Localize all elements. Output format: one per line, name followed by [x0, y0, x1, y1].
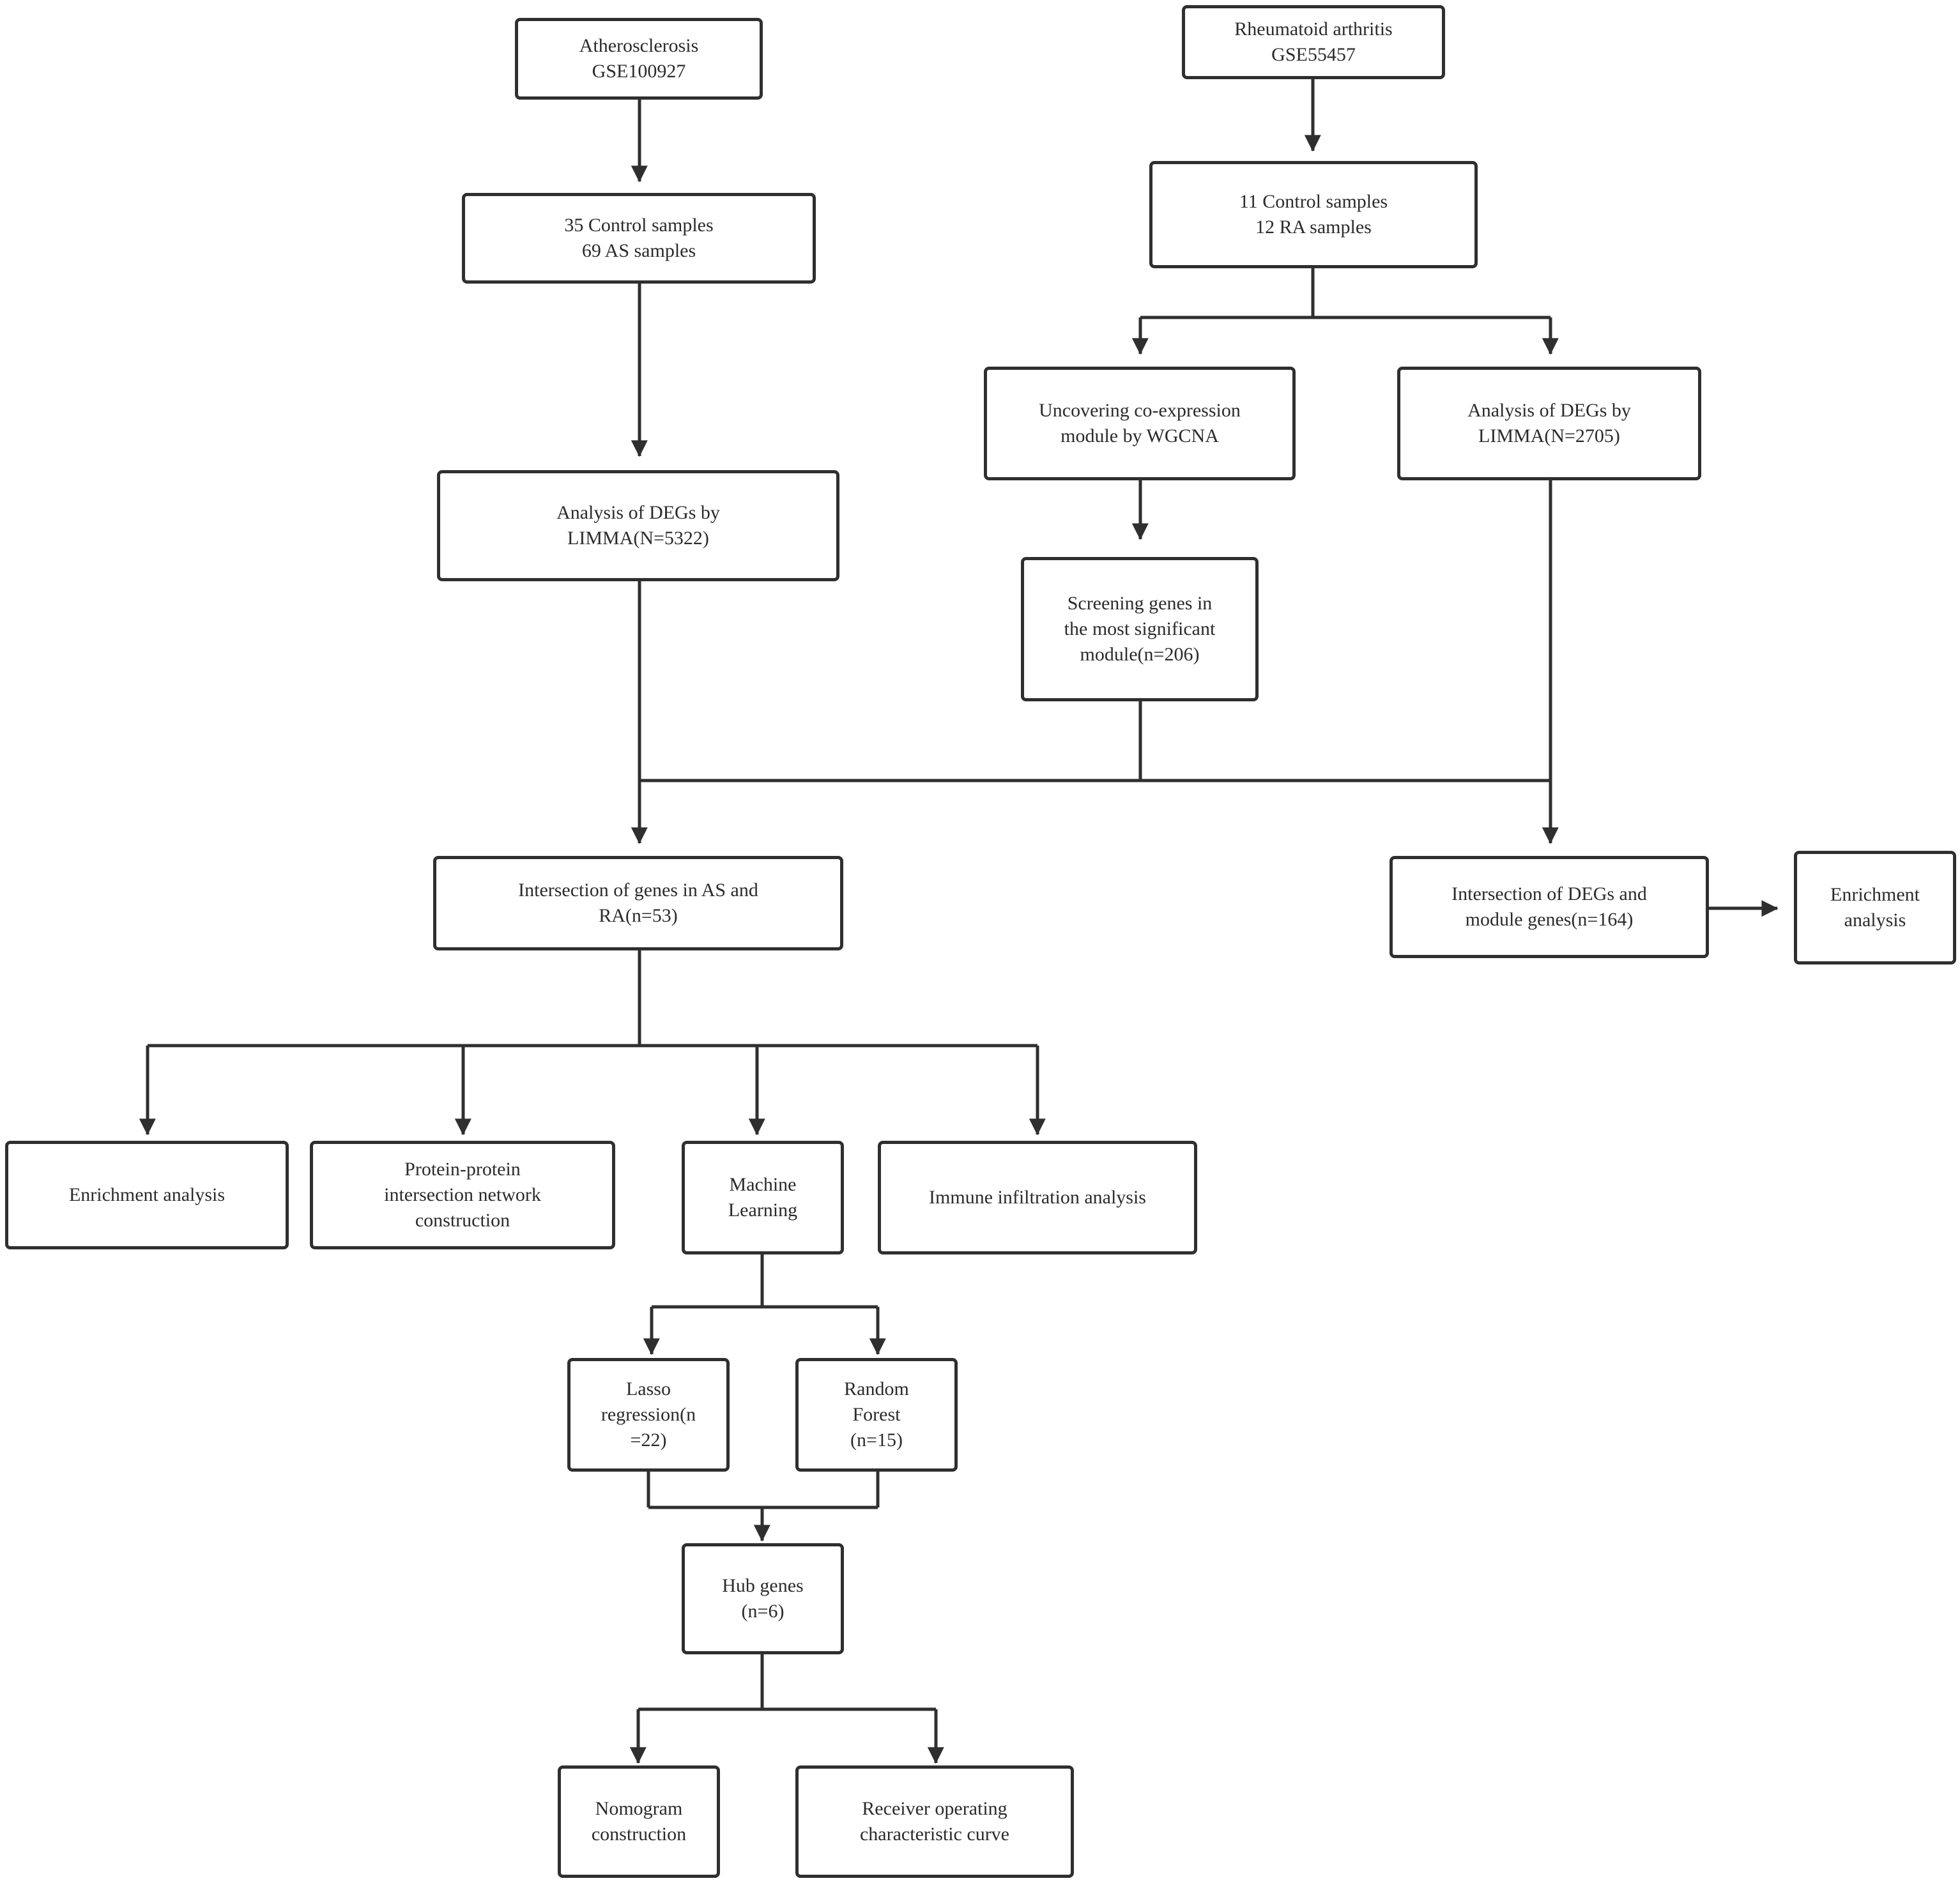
node-intersection-as-ra: Intersection of genes in AS and RA(n=53) [433, 856, 843, 950]
node-nomogram: Nomogram construction [558, 1765, 720, 1878]
node-enrichment-left-text: Enrichment analysis [68, 1184, 226, 1205]
node-enrichment-left: Enrichment analysis [5, 1141, 289, 1249]
node-module-genes-text: Screening genes in the most significant … [1064, 593, 1216, 665]
node-random-forest-text: Random Forest (n=15) [844, 1378, 909, 1451]
node-hub-genes: Hub genes (n=6) [682, 1543, 844, 1654]
node-roc-text: Receiver operating characteristic curve [859, 1798, 1009, 1845]
node-ra-dataset-text: Rheumatoid arthritis GSE55457 [1234, 19, 1393, 65]
node-as-degs-text: Analysis of DEGs by LIMMA(N=5322) [556, 502, 720, 549]
node-intersection-degs-module-text: Intersection of DEGs and module genes(n=… [1451, 883, 1647, 930]
node-intersection-as-ra-text: Intersection of genes in AS and RA(n=53) [518, 880, 758, 926]
node-ra-degs-text: Analysis of DEGs by LIMMA(N=2705) [1467, 400, 1631, 446]
node-random-forest: Random Forest (n=15) [795, 1358, 958, 1472]
node-machine-learning: Machine Learning [682, 1141, 844, 1254]
node-hub-genes-text: Hub genes (n=6) [722, 1575, 804, 1622]
node-atherosclerosis-text: Atherosclerosis GSE100927 [579, 35, 699, 82]
node-enrichment-right: Enrichment analysis [1794, 851, 1956, 964]
node-module-genes: Screening genes in the most significant … [1021, 557, 1259, 701]
node-intersection-degs-module: Intersection of DEGs and module genes(n=… [1390, 856, 1709, 958]
node-as-samples: 35 Control samples 69 AS samples [462, 193, 816, 284]
node-ra-degs: Analysis of DEGs by LIMMA(N=2705) [1397, 367, 1701, 480]
node-ra-samples-text: 11 Control samples 12 RA samples [1239, 191, 1388, 238]
node-ppi-text: Protein-protein intersection network con… [384, 1159, 541, 1231]
node-lasso: Lasso regression(n =22) [567, 1358, 730, 1472]
node-wgcna-text: Uncovering co-expression module by WGCNA [1039, 400, 1241, 446]
node-lasso-text: Lasso regression(n =22) [601, 1378, 696, 1451]
node-as-degs: Analysis of DEGs by LIMMA(N=5322) [437, 470, 839, 581]
node-ppi: Protein-protein intersection network con… [310, 1141, 615, 1249]
node-ra-dataset: Rheumatoid arthritis GSE55457 [1182, 5, 1445, 79]
node-immune-text: Immune infiltration analysis [929, 1187, 1146, 1208]
node-as-samples-text: 35 Control samples 69 AS samples [564, 215, 714, 261]
node-immune: Immune infiltration analysis [878, 1141, 1197, 1254]
node-wgcna: Uncovering co-expression module by WGCNA [984, 367, 1296, 480]
node-ra-samples: 11 Control samples 12 RA samples [1149, 161, 1478, 268]
node-nomogram-text: Nomogram construction [591, 1798, 687, 1845]
node-roc: Receiver operating characteristic curve [795, 1765, 1074, 1878]
node-atherosclerosis: Atherosclerosis GSE100927 [515, 18, 763, 100]
node-machine-learning-text: Machine Learning [728, 1174, 798, 1221]
node-enrichment-right-text: Enrichment analysis [1830, 884, 1920, 931]
